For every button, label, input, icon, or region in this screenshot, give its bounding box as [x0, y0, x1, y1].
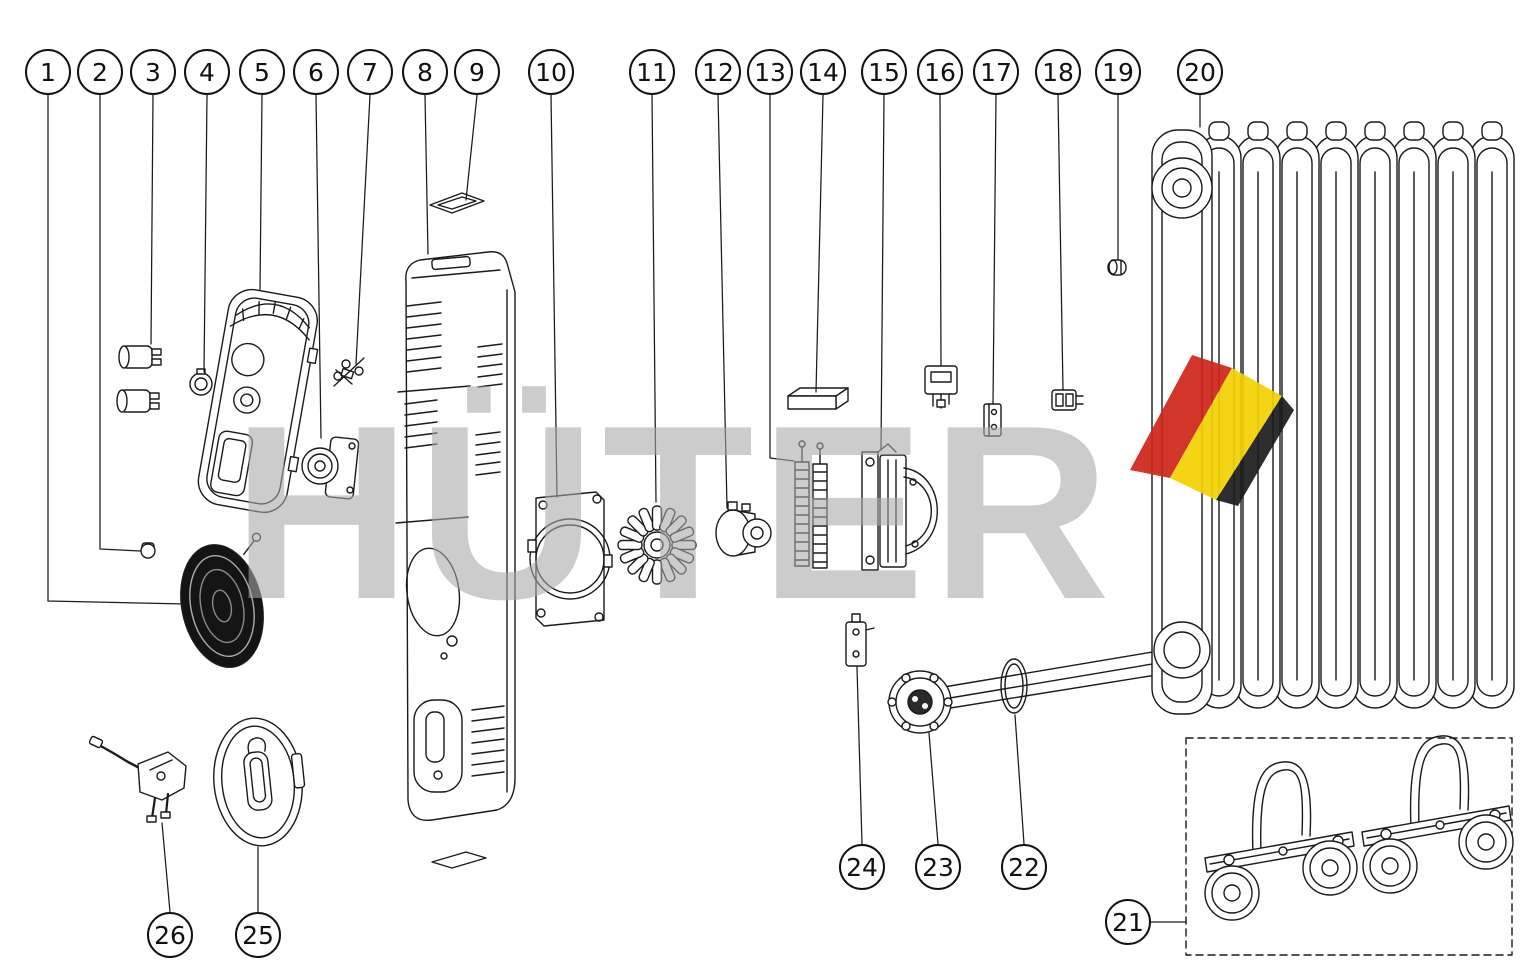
- part-callout-24: 24: [839, 844, 885, 890]
- part-callout-21: 21: [1105, 899, 1151, 945]
- part-callout-2: 2: [77, 49, 123, 95]
- part-callout-9: 9: [454, 49, 500, 95]
- part-callout-14: 14: [800, 49, 846, 95]
- o-ring-drawing: [1000, 658, 1028, 714]
- part-callout-6: 6: [293, 49, 339, 95]
- part-callout-13: 13: [747, 49, 793, 95]
- switch-drawing: [924, 365, 958, 409]
- part-callout-1: 1: [25, 49, 71, 95]
- part-callout-25: 25: [235, 912, 281, 958]
- part-callout-20: 20: [1177, 49, 1223, 95]
- main-housing-drawing: [395, 251, 516, 822]
- caster-assemblies-drawing: [1185, 735, 1514, 956]
- huter-watermark: HÜTER: [232, 373, 1117, 651]
- cover-plates-drawing: [429, 192, 487, 869]
- part-callout-4: 4: [184, 49, 230, 95]
- part-callout-10: 10: [528, 49, 574, 95]
- logo-black-stripe: [1216, 396, 1294, 506]
- part-callout-5: 5: [239, 49, 285, 95]
- logo-yellow-stripe: [1170, 368, 1282, 500]
- small-bracket-drawing: [845, 613, 875, 667]
- part-callout-22: 22: [1001, 844, 1047, 890]
- part-callout-15: 15: [861, 49, 907, 95]
- small-knob-drawing: [140, 542, 156, 559]
- clip-hardware-drawing: [333, 357, 365, 387]
- part-callout-18: 18: [1035, 49, 1081, 95]
- terminal-box-drawing: [787, 387, 849, 410]
- rear-cover-drawing: [213, 717, 306, 847]
- knobs-drawing: [116, 345, 162, 413]
- element-bars-drawing: [794, 440, 828, 569]
- part-callout-7: 7: [347, 49, 393, 95]
- rear-grille-drawing: [180, 532, 264, 668]
- part-callout-23: 23: [915, 844, 961, 890]
- part-callout-16: 16: [917, 49, 963, 95]
- ring-drawing: [189, 368, 213, 396]
- part-callout-17: 17: [973, 49, 1019, 95]
- connector-drawing: [1051, 389, 1084, 411]
- leader-lines: [47, 94, 1201, 923]
- part-callout-8: 8: [402, 49, 448, 95]
- fan-impeller-drawing: [617, 505, 697, 585]
- fan-bracket-drawing: [527, 491, 613, 627]
- part-callout-3: 3: [130, 49, 176, 95]
- part-callout-11: 11: [629, 49, 675, 95]
- fan-motor-drawing: [715, 501, 772, 557]
- part-callout-12: 12: [695, 49, 741, 95]
- logo-red-stripe: [1130, 355, 1232, 478]
- part-callout-26: 26: [147, 912, 193, 958]
- cap-nut-drawing: [1107, 259, 1127, 276]
- part-callout-19: 19: [1095, 49, 1141, 95]
- power-plug-drawing: [88, 735, 187, 823]
- control-panel-drawing: [197, 288, 319, 514]
- thermostat-unit-drawing: [301, 436, 360, 500]
